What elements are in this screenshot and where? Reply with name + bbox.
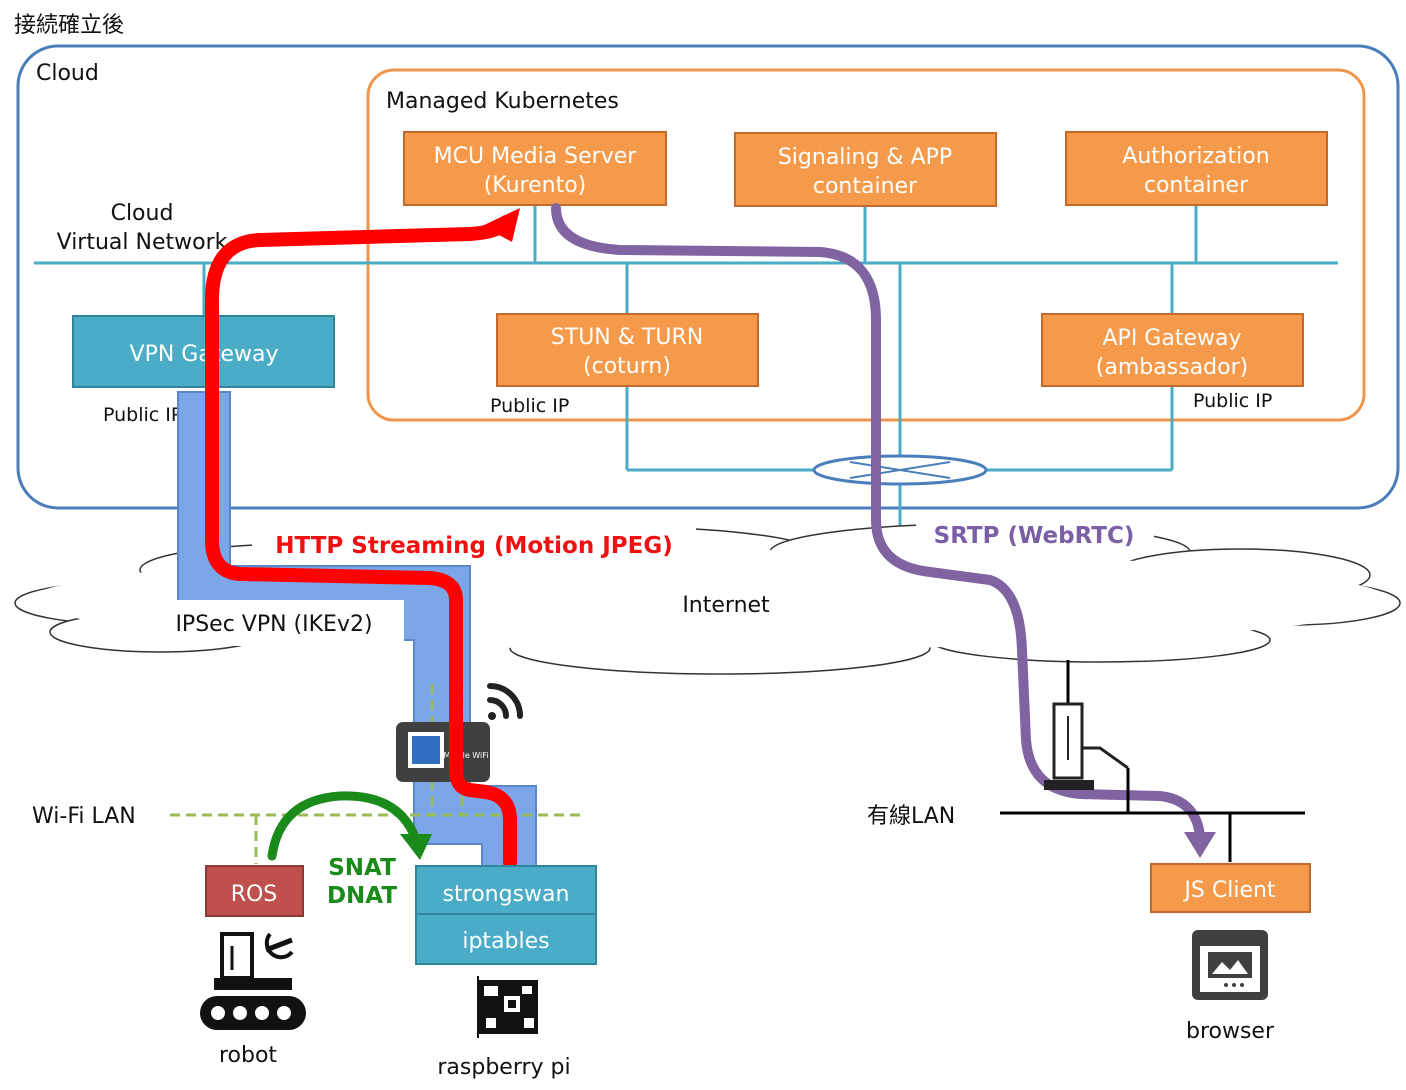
api-gateway-box: API Gateway (ambassador) — [1041, 313, 1304, 387]
stun-label-1: STUN & TURN — [551, 325, 703, 350]
wired-lan-lines — [1000, 660, 1305, 862]
auth-label-1: Authorization — [1122, 144, 1269, 169]
srtp-flow — [551, 203, 1205, 841]
public-ip-label-api: Public IP — [1193, 390, 1272, 412]
dnat-label: DNAT — [327, 883, 397, 909]
public-ip-label-vpn: Public IP — [103, 404, 182, 426]
stun-turn-box: STUN & TURN (coturn) — [496, 313, 759, 387]
router-icon — [812, 454, 988, 486]
js-client-box: JS Client — [1150, 863, 1311, 913]
vpn-gateway-box: VPN Gateway — [72, 315, 335, 388]
srtp-label-box: SRTP (WebRTC) — [916, 512, 1154, 554]
stun-label-2: (coturn) — [583, 354, 671, 379]
robot-icon — [200, 932, 306, 1030]
public-ip-label-stun: Public IP — [490, 395, 569, 417]
http-streaming-flow — [205, 215, 517, 869]
mcu-media-server-box: MCU Media Server (Kurento) — [403, 131, 667, 206]
http-streaming-label: HTTP Streaming (Motion JPEG) — [275, 533, 673, 559]
wired-lan-label: 有線LAN — [867, 804, 955, 829]
auth-label-2: container — [1144, 173, 1249, 198]
mobile-wifi-text: Mobile WiFi — [444, 751, 489, 760]
cloud-region — [16, 44, 1400, 510]
api-label-2: (ambassador) — [1096, 355, 1248, 380]
strongswan-label: strongswan — [443, 882, 570, 907]
iptables-label: iptables — [462, 929, 549, 954]
strongswan-box: strongswan — [415, 865, 597, 915]
virtual-network-lines — [34, 205, 1338, 580]
internet-label: Internet — [682, 593, 770, 618]
kubernetes-region — [366, 68, 1366, 422]
raspberry-pi-icon — [477, 976, 538, 1038]
snat-label: SNAT — [328, 855, 396, 881]
raspberry-pi-label: raspberry pi — [437, 1055, 570, 1080]
mcu-label-1: MCU Media Server — [434, 144, 638, 169]
nat-arrowhead — [400, 834, 432, 860]
page-title: 接続確立後 — [14, 13, 124, 38]
signaling-app-box: Signaling & APP container — [734, 132, 997, 207]
signaling-label-1: Signaling & APP — [778, 145, 952, 170]
vpn-gateway-label: VPN Gateway — [130, 342, 279, 367]
http-streaming-arrowhead — [482, 208, 520, 242]
ros-box: ROS — [205, 865, 304, 917]
api-label-1: API Gateway — [1103, 326, 1242, 351]
wired-router-icon — [1044, 702, 1129, 790]
nat-arrow — [267, 791, 421, 861]
authorization-box: Authorization container — [1065, 131, 1328, 206]
kubernetes-label: Managed Kubernetes — [386, 89, 619, 114]
signaling-label-2: container — [813, 174, 918, 199]
virtual-network-label-1: Cloud — [111, 201, 174, 226]
wifi-lan-label: Wi-Fi LAN — [32, 804, 136, 829]
js-client-label: JS Client — [1182, 878, 1276, 903]
http-streaming-label-box: HTTP Streaming (Motion JPEG) — [252, 523, 696, 565]
browser-icon — [1192, 930, 1268, 1000]
mobile-wifi-router-icon: Mobile WiFi — [396, 683, 523, 782]
robot-label: robot — [219, 1043, 277, 1068]
iptables-box: iptables — [415, 913, 597, 965]
ipsec-label-box: IPSec VPN (IKEv2) — [146, 600, 404, 646]
browser-label: browser — [1186, 1019, 1275, 1044]
srtp-label: SRTP (WebRTC) — [934, 523, 1135, 549]
cloud-label: Cloud — [36, 61, 99, 86]
virtual-network-label-2: Virtual Network — [57, 230, 228, 255]
ros-label: ROS — [231, 882, 278, 907]
ipsec-label: IPSec VPN (IKEv2) — [175, 612, 372, 637]
mcu-label-2: (Kurento) — [484, 173, 587, 198]
srtp-arrowhead — [1184, 832, 1216, 858]
